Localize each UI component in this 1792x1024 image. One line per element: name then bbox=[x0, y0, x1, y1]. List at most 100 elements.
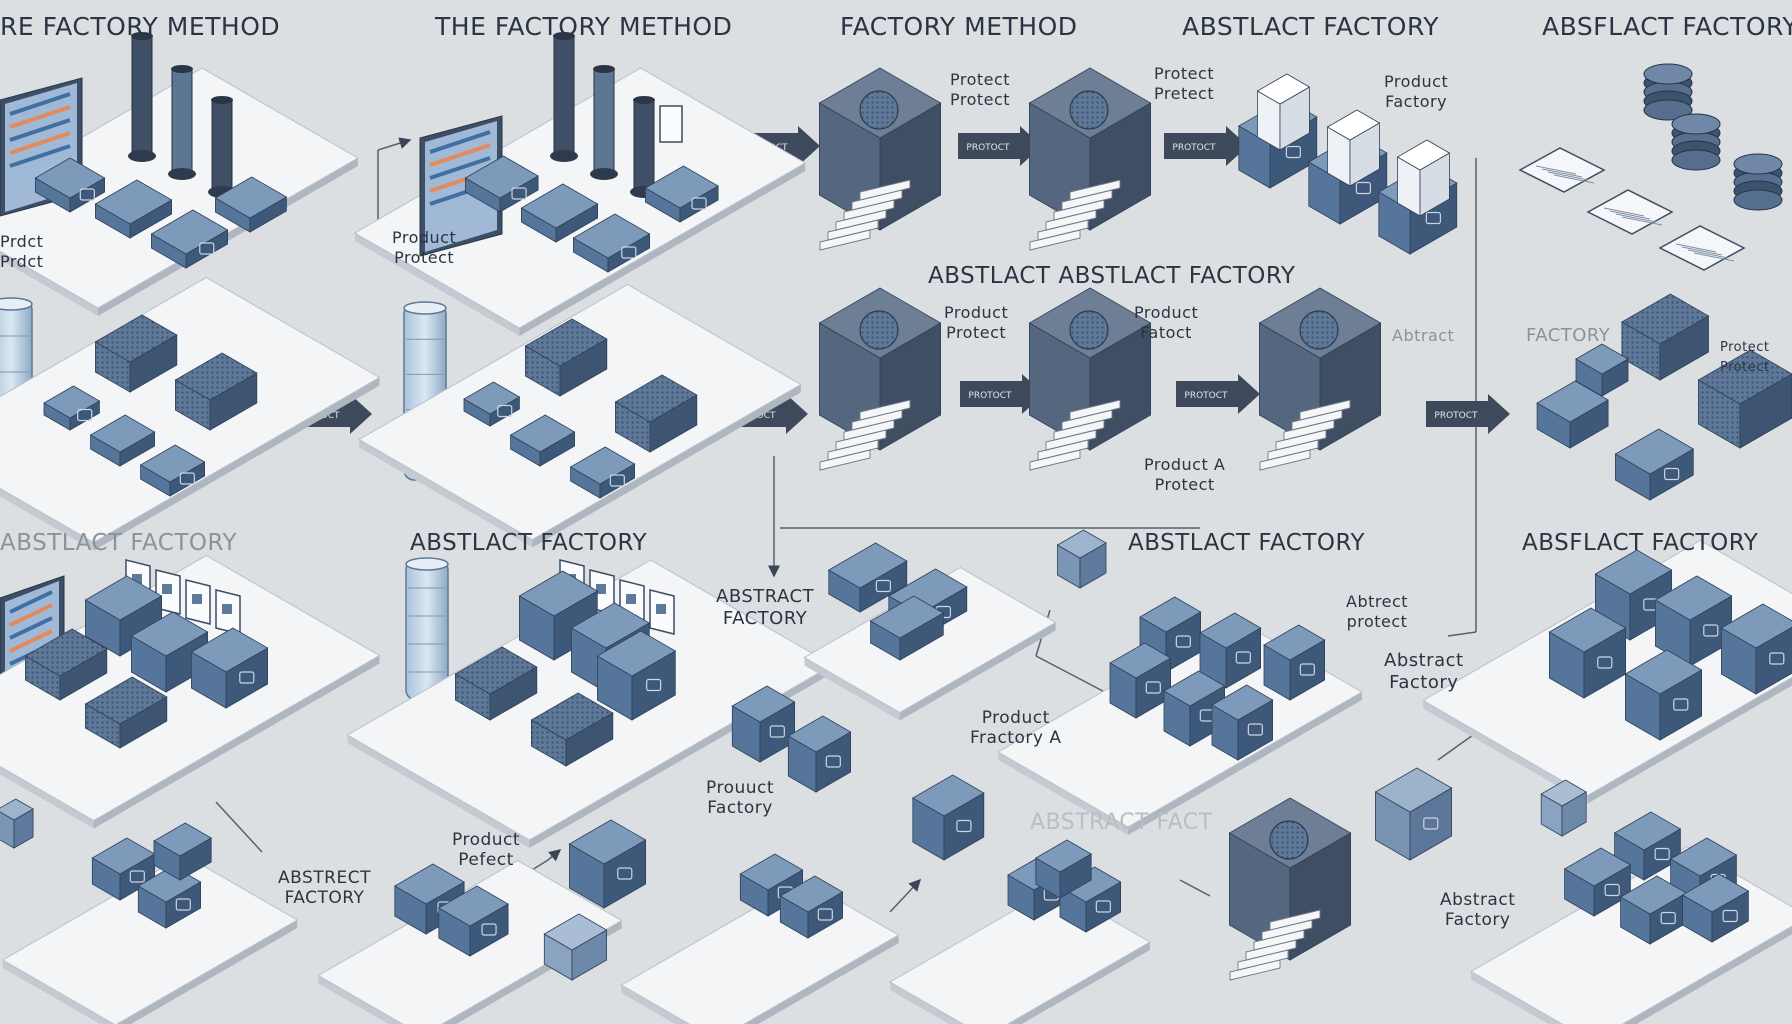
rect-60 bbox=[199, 242, 215, 255]
polygon-311 bbox=[84, 676, 168, 725]
polygon-383 bbox=[1163, 670, 1226, 707]
polygon-217 bbox=[93, 377, 380, 551]
line-37 bbox=[9, 105, 71, 129]
polygon-417 bbox=[91, 837, 156, 875]
line-203 bbox=[1615, 213, 1657, 223]
bottom-3-cubes bbox=[731, 685, 985, 939]
polygon-270 bbox=[1536, 380, 1609, 423]
top-mid-boxes bbox=[464, 155, 719, 273]
rect-461 bbox=[769, 725, 785, 738]
rect-351 bbox=[875, 579, 891, 593]
ellipse-75 bbox=[553, 32, 575, 40]
polygon-179 bbox=[1396, 139, 1451, 171]
polygon-446 bbox=[543, 913, 608, 951]
line-202 bbox=[1609, 210, 1651, 220]
rect-509 bbox=[1660, 911, 1676, 925]
coin-1 bbox=[1643, 63, 1693, 121]
factory-bottom bbox=[1228, 797, 1352, 981]
mid-mid-cubes bbox=[463, 318, 698, 499]
polygon-59 bbox=[150, 209, 229, 255]
bottom-5-cubes bbox=[1374, 767, 1587, 861]
ellipse-46 bbox=[168, 168, 196, 180]
diagram-shapes: PROTOCTPROTOCTPROTOCTPROTOCTPROTOCTPROTO… bbox=[0, 32, 1792, 1024]
polygon-375 bbox=[1263, 624, 1326, 661]
polygon-250 bbox=[614, 374, 698, 423]
ellipse-45 bbox=[171, 65, 193, 73]
rect-497 bbox=[1654, 847, 1670, 861]
polygon-64 bbox=[354, 233, 520, 336]
rect-291 bbox=[162, 584, 172, 594]
polygon-358 bbox=[869, 595, 945, 639]
polygon-96 bbox=[644, 165, 719, 209]
factory-top-1 bbox=[818, 67, 942, 251]
line-207 bbox=[1681, 246, 1723, 256]
rect-295 bbox=[222, 604, 232, 614]
polygon-227 bbox=[43, 385, 101, 419]
polygon-243 bbox=[532, 384, 801, 548]
polygon-165 bbox=[1256, 73, 1311, 105]
line-40 bbox=[9, 144, 71, 168]
rect-162 bbox=[1285, 145, 1301, 159]
rect-293 bbox=[192, 594, 202, 604]
section-middle-banner: ABSTLACT ABSTLACT FACTORY bbox=[928, 263, 1296, 289]
line-206 bbox=[1675, 243, 1717, 253]
polygon-89 bbox=[520, 183, 599, 229]
rect-326 bbox=[626, 594, 636, 604]
bottom-2-cubes bbox=[393, 819, 647, 981]
header-col3: FACTORY METHOD bbox=[840, 12, 1078, 41]
line-36 bbox=[9, 92, 71, 116]
arrow-tag-2: PROTOCT bbox=[1164, 126, 1248, 166]
polygon-264 bbox=[1621, 293, 1710, 345]
line-198 bbox=[1547, 171, 1589, 181]
polygon-367 bbox=[1139, 596, 1202, 633]
section-center-right: ABSTLACT FACTORY bbox=[1128, 530, 1366, 556]
mid-right-cubes bbox=[1536, 293, 1792, 501]
ellipse-237 bbox=[403, 301, 447, 315]
polygon-108 bbox=[859, 179, 911, 201]
line-201 bbox=[1603, 207, 1645, 217]
coin-3 bbox=[1733, 153, 1783, 211]
polygon-390 bbox=[1587, 677, 1792, 804]
polygon-363 bbox=[1128, 692, 1362, 835]
ellipse-79 bbox=[590, 168, 618, 180]
top-mid-chimneys bbox=[550, 32, 658, 198]
rect-312 bbox=[405, 559, 449, 701]
rect-411 bbox=[1673, 698, 1689, 711]
rect-324 bbox=[596, 584, 606, 594]
polygon-128 bbox=[859, 399, 911, 421]
text-30: PROTOCT bbox=[1434, 411, 1478, 421]
polygon-200 bbox=[1586, 189, 1674, 235]
polygon-52 bbox=[34, 157, 106, 199]
rect-44 bbox=[171, 68, 193, 175]
polygon-401 bbox=[1755, 626, 1792, 695]
polygon-257 bbox=[509, 414, 576, 453]
polygon-172 bbox=[1326, 109, 1381, 141]
rect-80 bbox=[633, 99, 655, 193]
polygon-490 bbox=[1540, 779, 1587, 807]
lower-right-cubes bbox=[1548, 549, 1792, 741]
polygon-483 bbox=[1035, 839, 1093, 873]
section-ghost: ABSTRACT FACT bbox=[1030, 810, 1213, 835]
arrow-tag-6: PROTOCT bbox=[1176, 374, 1260, 414]
line-10 bbox=[547, 849, 562, 862]
bottom-4-cubes bbox=[1007, 839, 1122, 933]
polygon-301 bbox=[130, 611, 209, 657]
header-col4: ABSTLACT FACTORY bbox=[1182, 12, 1439, 41]
polygon-68 bbox=[425, 121, 497, 252]
polygon-195 bbox=[1518, 147, 1606, 193]
polygon-286 bbox=[93, 655, 380, 829]
mid-left-cubes bbox=[43, 314, 258, 497]
rect-41 bbox=[131, 35, 153, 157]
rect-176 bbox=[1425, 211, 1441, 225]
factory-mid-2 bbox=[1028, 287, 1152, 471]
polygon-205 bbox=[1658, 225, 1746, 271]
polygon-456 bbox=[779, 875, 844, 913]
polygon-361 bbox=[1056, 529, 1107, 559]
